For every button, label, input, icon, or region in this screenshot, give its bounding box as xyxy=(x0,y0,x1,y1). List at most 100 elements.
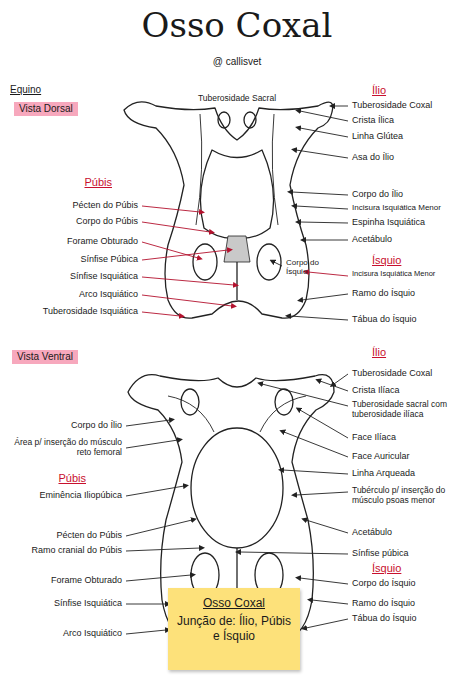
leader-line xyxy=(284,432,348,457)
anatomy-label: Tuberosidade Coxal xyxy=(352,100,432,110)
iliac-line xyxy=(272,114,278,225)
leader-line xyxy=(126,420,170,426)
view-label: Vista Dorsal xyxy=(14,102,78,116)
anatomy-label: Tuberosidade Coxal xyxy=(352,368,432,378)
anatomy-label: Eminência Iliopúbica xyxy=(39,490,122,500)
leader-line xyxy=(296,492,348,495)
leader-line xyxy=(283,470,348,474)
anatomy-label: Sínfise Púbica xyxy=(80,254,138,264)
leader-line xyxy=(320,381,348,391)
region-heading: Púbis xyxy=(58,472,86,485)
leader-line xyxy=(142,242,198,258)
anatomy-label: Pécten do Púbis xyxy=(56,530,122,540)
region-heading: Ísquio xyxy=(372,562,401,575)
wing-line xyxy=(168,396,214,432)
anatomy-label: Asa do Ílio xyxy=(352,152,394,162)
leader-lines xyxy=(142,206,234,316)
leader-line xyxy=(262,384,348,406)
leader-line xyxy=(308,272,348,276)
anatomy-label: Incisura Isquiática Menor xyxy=(352,203,441,212)
pelvic-cavity xyxy=(200,150,273,238)
dorsal-view xyxy=(124,102,333,318)
leader-line xyxy=(296,206,348,209)
anatomy-label: Equino xyxy=(10,84,41,96)
leader-line xyxy=(126,575,191,581)
anatomy-label: Forame Obturado xyxy=(67,236,138,246)
pelvic-cavity xyxy=(191,428,283,548)
anatomy-label: Corpo do Púbis xyxy=(76,216,138,226)
note-heading: Osso Coxal xyxy=(176,596,292,611)
leader-line xyxy=(292,192,348,195)
anatomy-label: Crista Ílica xyxy=(352,115,394,125)
leader-line xyxy=(126,486,184,496)
anatomy-label: Tábua do Ísquio xyxy=(352,314,417,324)
anatomy-label: Corpo do Ílio xyxy=(352,189,403,199)
leader-line xyxy=(126,548,200,551)
leader-line xyxy=(142,312,180,316)
anatomy-label: Corpo do Ílio xyxy=(71,420,122,430)
sacral-tuber xyxy=(244,112,256,128)
symphysis-area xyxy=(224,236,250,262)
leader-line xyxy=(142,222,210,232)
leader-line xyxy=(312,600,348,604)
anatomy-label: Ramo do Ísquio xyxy=(352,598,415,608)
leader-line xyxy=(334,374,348,384)
leader-line xyxy=(300,578,348,584)
anatomy-label: Face Auricular xyxy=(352,451,410,461)
leader-line xyxy=(306,520,348,533)
note-body: Junção de: Ílio, Púbis e Ísquio xyxy=(176,614,292,644)
symphysis-line xyxy=(236,262,237,300)
anatomy-label: Linha Arqueada xyxy=(352,468,415,478)
leader-line xyxy=(142,295,232,306)
leader-line xyxy=(126,604,166,605)
anatomy-label: Ramo do Ísquio xyxy=(352,288,415,298)
leader-line xyxy=(126,630,166,634)
leader-line xyxy=(300,410,348,438)
anatomy-label: @ callisvet xyxy=(213,56,262,68)
anatomy-label: Tuberosidade Sacral xyxy=(198,94,276,104)
anatomy-label: Face Ilíaca xyxy=(352,432,396,442)
auricular-face xyxy=(181,389,199,415)
leader-line xyxy=(300,222,348,223)
anatomy-label: Forame Obturado xyxy=(51,575,122,585)
anatomy-label: Acetábulo xyxy=(352,527,392,537)
obturator-foramen xyxy=(257,244,281,280)
ventral-view xyxy=(128,375,334,640)
region-heading: Ísquio xyxy=(372,254,401,267)
anatomy-label: Tuberosidade Isquiática xyxy=(43,306,138,316)
anatomy-label: Sínfise Isquiática xyxy=(70,271,138,281)
title: Osso Coxal xyxy=(142,6,333,45)
anatomy-label: Corpo do Ísquio xyxy=(352,578,416,588)
anatomy-label: Tábua do Ísquio xyxy=(352,613,417,623)
anatomy-label: Ramo cranial do Púbis xyxy=(31,545,122,555)
obturator-foramen xyxy=(193,244,217,280)
anatomy-label: Linha Glútea xyxy=(352,131,403,141)
anatomy-label: Arco Isquiático xyxy=(79,289,138,299)
anatomy-label: Sínfise Isquiática xyxy=(54,598,122,608)
view-label: Vista Ventral xyxy=(12,350,78,364)
leader-line xyxy=(334,106,348,107)
leader-line xyxy=(142,277,234,285)
sacral-tuber xyxy=(218,112,230,128)
leader-line xyxy=(302,294,348,300)
region-heading: Púbis xyxy=(84,176,112,189)
leader-line xyxy=(126,440,178,448)
bone-outline xyxy=(124,102,333,318)
anatomy-label: Incisura Isquiática Menor xyxy=(352,270,435,279)
leader-lines xyxy=(274,106,348,320)
anatomy-label: Arco Isquiático xyxy=(63,628,122,638)
anatomy-label: Crista Ilíaca xyxy=(352,385,400,395)
leader-line xyxy=(142,250,228,260)
leader-line xyxy=(290,316,348,320)
sticky-note: Osso CoxalJunção de: Ílio, Púbis e Ísqui… xyxy=(168,588,300,670)
iliac-line xyxy=(196,114,202,225)
leader-line xyxy=(306,619,348,628)
anatomy-label: Pécten do Púbis xyxy=(72,200,138,210)
anatomy-label: Tubérculo p/ inserção do músculo psoas m… xyxy=(352,486,466,506)
anatomy-label: Tuberosidade sacral com tuberosidade ilí… xyxy=(352,400,464,420)
leader-line xyxy=(274,262,282,266)
leader-line xyxy=(305,240,348,241)
anatomy-label: Sínfise púbica xyxy=(352,548,409,558)
wing-line xyxy=(260,396,306,432)
